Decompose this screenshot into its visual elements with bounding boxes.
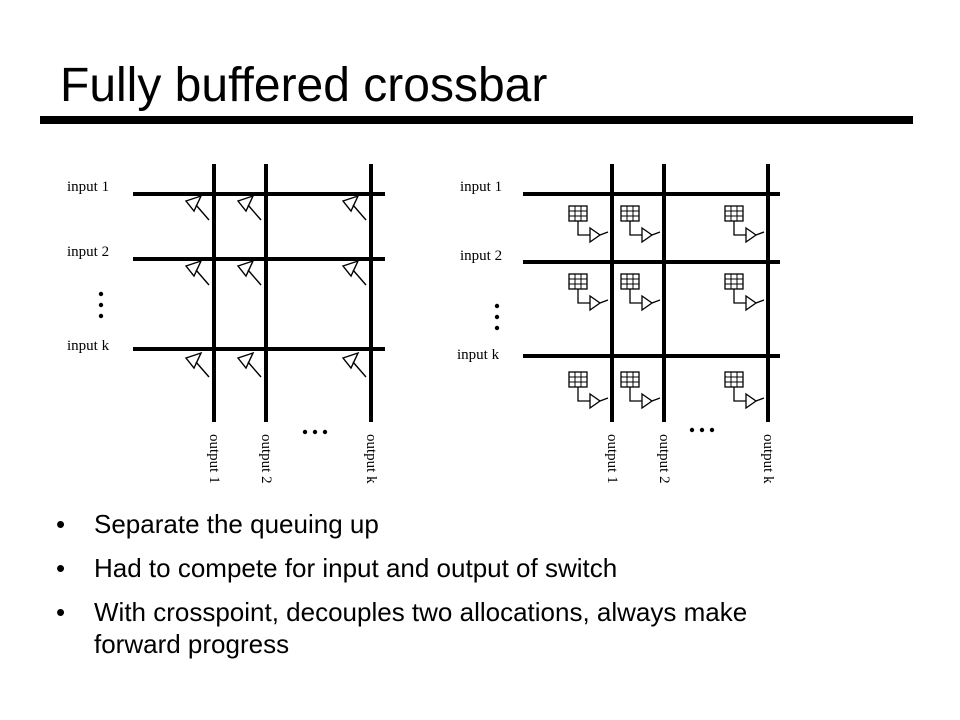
title-underline — [40, 116, 913, 124]
bullet-list: Separate the queuing up Had to compete f… — [56, 508, 794, 672]
buffered-crosspoints — [568, 205, 765, 409]
bullet-item: Separate the queuing up — [56, 508, 794, 540]
input-label-2: input 2 — [460, 248, 502, 264]
input-label-k: input k — [457, 347, 500, 363]
output-label-k: output k — [760, 434, 776, 484]
horizontal-ellipsis — [689, 427, 715, 433]
output-label-2: output 2 — [258, 434, 274, 484]
unbuffered-crossbar-figure: input 1 input 2 input k output 1 output … — [55, 160, 415, 505]
input-label-2: input 2 — [67, 244, 109, 260]
output-label-k: output k — [363, 434, 379, 484]
vertical-ellipsis — [494, 303, 500, 331]
bullet-item: With crosspoint, decouples two allocatio… — [56, 596, 794, 660]
output-label-1: output 1 — [206, 434, 222, 484]
vertical-ellipsis — [98, 291, 104, 319]
bullet-item: Had to compete for input and output of s… — [56, 552, 794, 584]
slide-title: Fully buffered crossbar — [60, 59, 548, 112]
input-label-1: input 1 — [460, 179, 502, 195]
buffered-crossbar-figure: input 1 input 2 input k output 1 output … — [445, 160, 805, 505]
output-label-2: output 2 — [656, 434, 672, 484]
buffered-crossbar-diagram: input 1 input 2 input k output 1 output … — [457, 164, 780, 484]
output-label-1: output 1 — [604, 434, 620, 484]
input-label-1: input 1 — [67, 179, 109, 195]
horizontal-ellipsis — [302, 429, 328, 435]
input-label-k: input k — [67, 338, 110, 354]
unbuffered-crossbar-diagram: input 1 input 2 input k output 1 output … — [67, 164, 385, 484]
